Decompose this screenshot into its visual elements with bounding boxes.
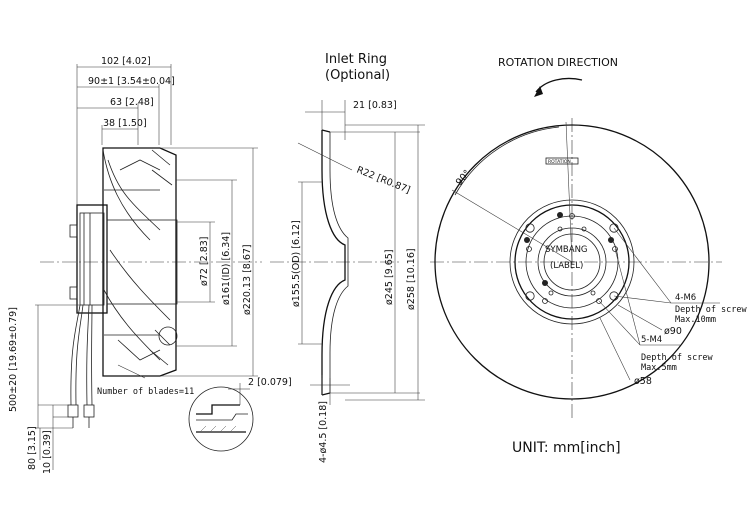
unit-label: UNIT: mm[inch] [512, 440, 621, 456]
inlet-ring-subtitle: (Optional) [325, 68, 390, 83]
front-view: ROTATION DIRECTION S [430, 56, 748, 456]
dim-wire-end: 10 [0.39] [42, 430, 53, 474]
inlet-ring-view: Inlet Ring (Optional) 21 [0.83] R22 [R0.… [248, 52, 425, 463]
dim-hub-dia: ø72 [2.83] [199, 237, 210, 287]
inlet-ring-title: Inlet Ring [325, 52, 387, 67]
label-tag: (LABEL) [550, 261, 583, 271]
side-view: 102 [4.02] 90±1 [3.54±0.04] 63 [2.48] 38… [8, 56, 262, 474]
pcd-90: ø90 [664, 326, 682, 337]
dim-impeller-dia: ø220.13 [8.67] [242, 244, 253, 315]
m4-spec: 5-M4 [641, 335, 662, 345]
m4-depth-line1: Depth of screw [641, 353, 714, 363]
ring-dim-holes: 4-ø4.5 [0.18] [318, 401, 329, 463]
m6-depth-line1: Depth of screw [675, 305, 748, 315]
dim-cable-length: 500±20 [19.69±0.79] [8, 307, 19, 412]
ring-dim-thickness: 2 [0.079] [248, 377, 292, 388]
rotation-arrowhead-icon [534, 86, 543, 97]
cable-bundle [67, 304, 95, 428]
ring-dim-mid: ø245 [9.65] [384, 249, 395, 305]
impeller-outer-disc [434, 124, 710, 400]
ring-dim-radius: R22 [R0.87] [355, 165, 412, 197]
rotation-direction-label: ROTATION DIRECTION [498, 56, 618, 69]
dim-inlet-id: ø161(ID) [6.34] [221, 232, 232, 305]
brand-label: SYMBANG [545, 245, 588, 255]
rotation-arrow-icon [535, 77, 583, 93]
ring-dim-od: ø155.5(OD) [6.12] [291, 220, 302, 307]
dim-overall-length: 102 [4.02] [101, 56, 151, 67]
rotation-sticker-text: ROTATION [548, 159, 571, 165]
dim-inlet-depth: 90±1 [3.54±0.04] [88, 76, 175, 87]
dim-strip-length: 80 [3.15] [27, 426, 38, 470]
detail-view [188, 383, 254, 452]
ring-dim-depth: 21 [0.83] [353, 100, 397, 111]
m4-depth-line2: Max.5mm [641, 363, 677, 373]
pcd-58: ø58 [634, 376, 652, 387]
dim-motor-depth: 63 [2.48] [110, 97, 154, 108]
ring-dim-outer: ø258 [10.16] [406, 248, 417, 310]
m6-spec: 4-M6 [675, 293, 696, 303]
m6-depth-line2: Max.10mm [675, 315, 716, 325]
blade-count-note: Number of blades=11 [97, 387, 194, 397]
dim-hub-depth: 38 [1.50] [103, 118, 147, 129]
